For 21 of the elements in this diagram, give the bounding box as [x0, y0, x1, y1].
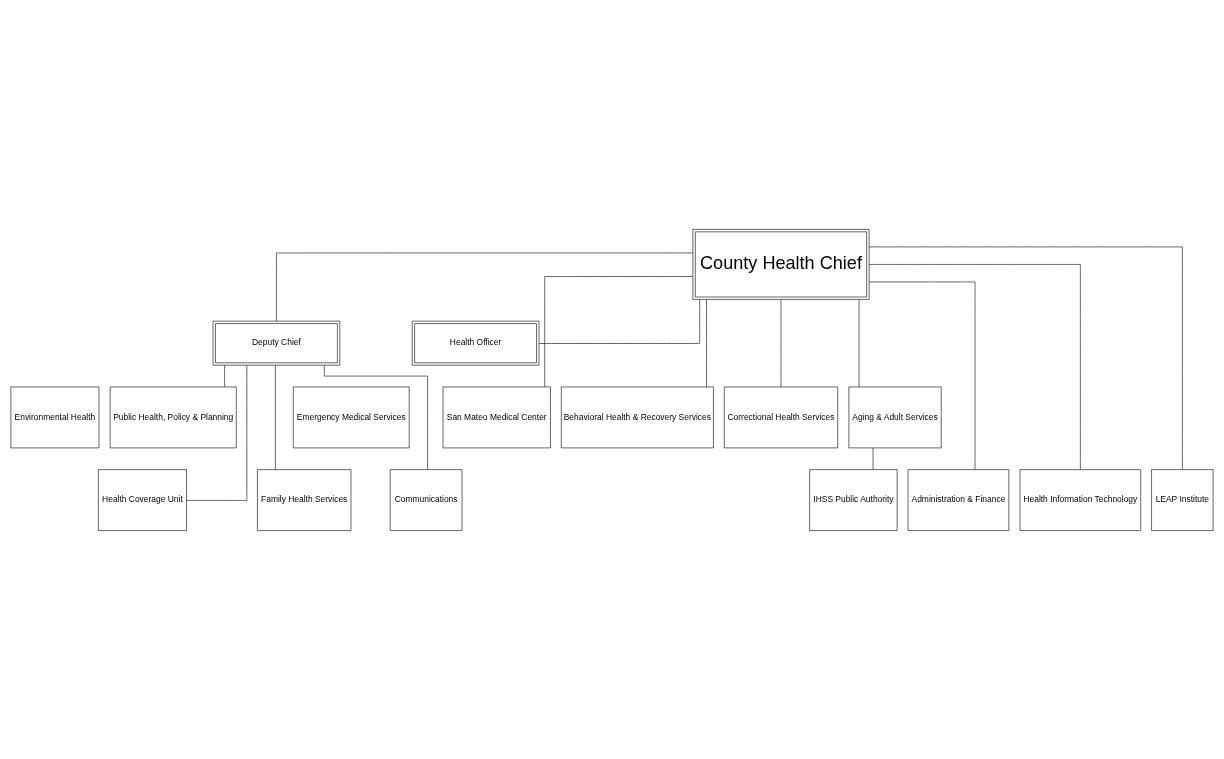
node-box: Administration & Finance: [907, 468, 1010, 531]
node-box: IHSS Public Authority: [809, 468, 898, 531]
node-box: Family Health Services: [257, 468, 352, 531]
connector: [324, 364, 428, 470]
node-box: Communications: [389, 468, 463, 531]
connector: [538, 298, 700, 344]
node-box: Aging & Adult Services: [848, 386, 942, 448]
connector: [869, 246, 1183, 470]
connector: [544, 275, 694, 387]
node-box: LEAP Institute: [1151, 468, 1214, 531]
node-box: Emergency Medical Services: [293, 386, 410, 448]
connector: [706, 298, 707, 387]
node-box: Correctional Health Services: [723, 386, 839, 448]
node-box: Environmental Health: [10, 386, 100, 448]
node-box: San Mateo Medical Center: [442, 386, 551, 448]
node-box: Health Coverage Unit: [98, 468, 187, 531]
node-box: Public Health, Policy & Planning: [109, 386, 237, 448]
connector: [186, 364, 248, 501]
node-box: Health Information Technology: [1019, 468, 1141, 531]
node-box: Behavioral Health & Recovery Services: [561, 386, 714, 448]
connector: [868, 263, 1081, 470]
